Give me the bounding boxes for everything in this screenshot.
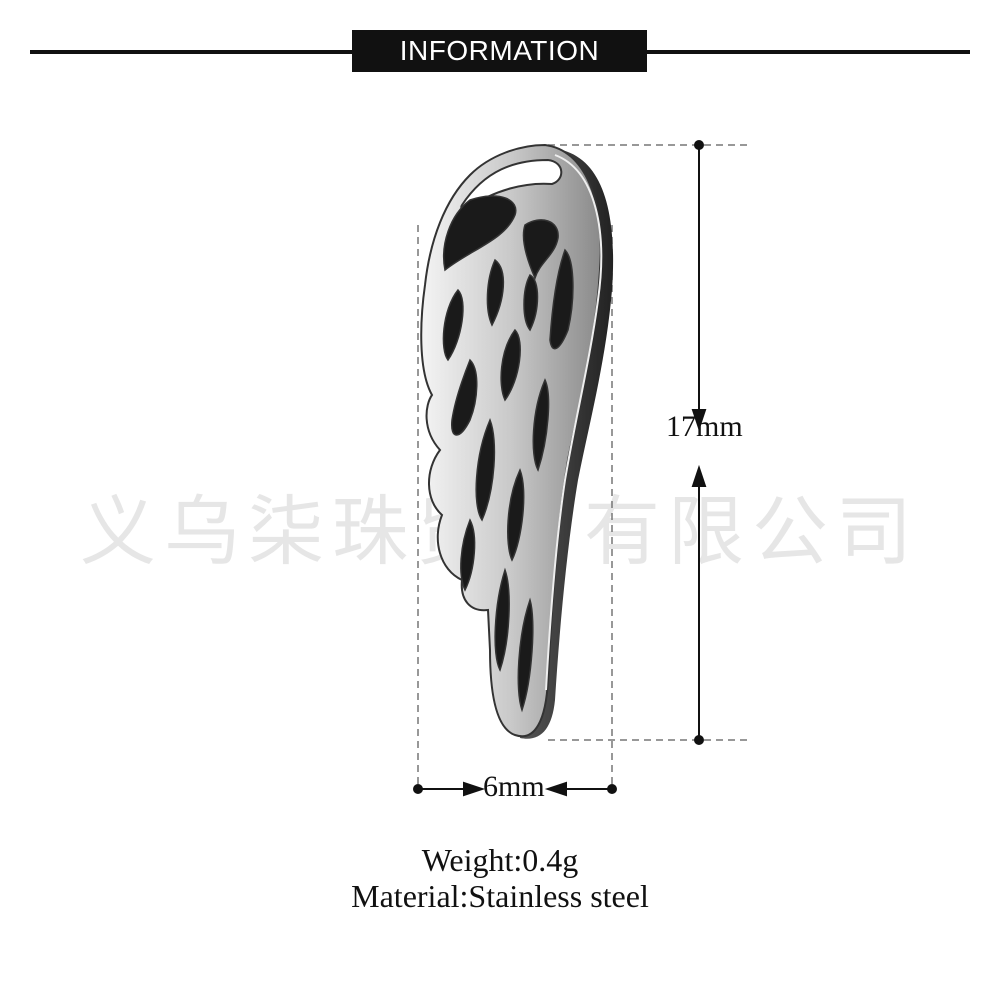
header-rule-left — [30, 50, 355, 54]
dimension-guides — [417, 144, 752, 790]
wing-pendant-image — [420, 143, 614, 739]
weight-spec: Weight:0.4g — [421, 842, 579, 878]
material-spec: Material:Stainless steel — [351, 878, 649, 914]
header-rule-right — [645, 50, 970, 54]
page-title: INFORMATION — [352, 30, 647, 72]
height-dimension-arrow — [691, 140, 707, 745]
width-dimension-arrow — [413, 781, 617, 797]
height-dimension-label: 17mm — [666, 410, 743, 443]
width-dimension-label: 6mm — [483, 770, 545, 803]
